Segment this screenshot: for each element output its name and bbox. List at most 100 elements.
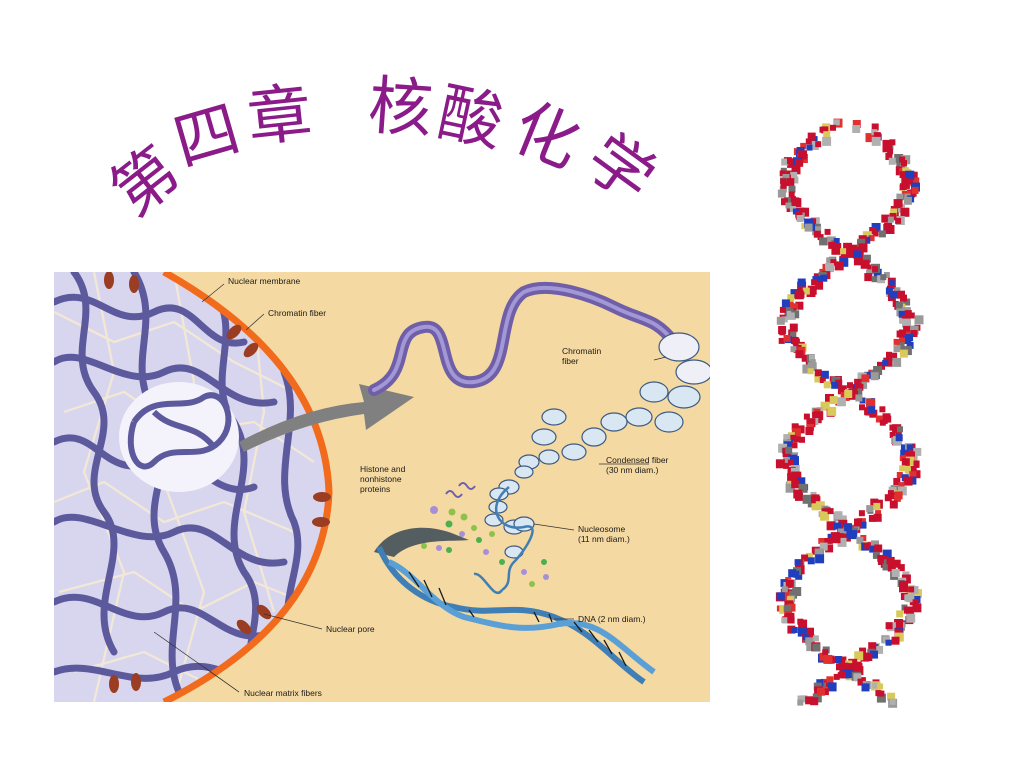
dna-atom <box>827 682 837 692</box>
dna-atom <box>795 301 804 310</box>
title-char-2: 四 <box>166 92 248 181</box>
dna-atom <box>838 656 847 665</box>
dna-atom <box>857 238 866 247</box>
dna-atom <box>854 666 864 676</box>
dna-atom <box>789 590 798 599</box>
dna-atom <box>875 645 884 654</box>
dna-atoms <box>775 118 924 708</box>
dna-atom <box>809 141 819 150</box>
dna-atom <box>882 359 889 366</box>
dna-atom <box>812 635 819 642</box>
dna-atom <box>791 471 801 481</box>
dna-atom <box>888 280 895 287</box>
dna-atom <box>897 486 907 496</box>
dna-atom <box>869 409 878 418</box>
dna-atom <box>820 511 830 521</box>
dna-atom <box>854 382 862 390</box>
dna-atom <box>868 642 877 651</box>
dna-atom <box>874 544 883 553</box>
dna-atom <box>893 345 901 353</box>
dna-atom <box>872 266 879 273</box>
dna-atom <box>891 352 898 359</box>
dna-atom <box>788 191 795 198</box>
dna-atom <box>785 579 794 588</box>
dna-atom <box>783 434 791 442</box>
dna-atom <box>779 170 786 177</box>
dna-atom <box>899 156 906 163</box>
dna-atom <box>826 676 834 684</box>
nuclear-membrane <box>162 272 333 702</box>
dna-atom <box>830 259 837 266</box>
dna-atom <box>884 494 892 502</box>
dna-atom <box>793 436 800 443</box>
dna-atom <box>827 508 834 515</box>
dna-atom <box>859 521 867 529</box>
label-nucleosome-2: (11 nm diam.) <box>578 534 630 544</box>
dna-atom <box>843 669 853 679</box>
dna-atom <box>892 559 901 568</box>
dna-atom <box>833 673 840 680</box>
dna-atom <box>891 424 898 431</box>
dna-double-helix <box>374 527 656 685</box>
dna-atom <box>791 480 800 489</box>
dna-atom <box>883 272 890 278</box>
dna-atom <box>906 444 913 451</box>
dna-atom <box>805 637 814 646</box>
dna-atom <box>890 208 898 216</box>
dna-atom <box>815 554 825 564</box>
dna-atom <box>894 619 904 628</box>
dna-atom <box>797 278 806 287</box>
dna-atom <box>868 235 875 242</box>
dna-atom <box>902 315 909 322</box>
dna-atom <box>780 178 787 185</box>
dna-atom <box>802 287 810 295</box>
dna-atom <box>838 519 848 529</box>
dna-atom <box>826 521 836 531</box>
dna-atom <box>791 310 800 319</box>
dna-atom <box>886 351 892 358</box>
dna-atom <box>890 291 897 299</box>
dna-atom <box>819 126 826 133</box>
dna-atom <box>900 449 909 458</box>
dna-atom <box>822 538 829 544</box>
dna-atom <box>781 198 788 206</box>
dna-atom <box>827 533 834 540</box>
dna-atom <box>792 570 800 578</box>
dna-atom <box>873 502 881 510</box>
dna-atom <box>909 471 917 479</box>
dna-atom <box>854 518 862 527</box>
dna-atom <box>882 549 892 559</box>
dna-atom <box>807 557 815 565</box>
dna-atom <box>899 349 908 358</box>
dna-atom <box>878 690 885 697</box>
dna-atom <box>901 160 907 166</box>
dna-atom <box>875 415 883 423</box>
dna-atom <box>866 269 873 276</box>
dna-atom <box>895 429 902 436</box>
dna-atom <box>844 523 853 532</box>
label-condensed-fiber-1: Condensed fiber <box>606 455 669 465</box>
dna-atom <box>861 374 870 383</box>
dna-atom <box>797 699 804 706</box>
label-histone-1: Histone and <box>360 464 406 474</box>
dna-atom <box>779 306 786 313</box>
dna-atom <box>879 419 886 426</box>
dna-atom <box>801 354 809 362</box>
dna-atom <box>828 241 836 249</box>
dna-atom <box>888 157 896 165</box>
dna-atom <box>838 671 846 679</box>
dna-atom <box>893 478 901 485</box>
dna-atom <box>908 586 915 593</box>
dna-atom <box>787 459 794 466</box>
dna-atom <box>820 274 828 282</box>
title-char-5: 酸 <box>432 76 510 162</box>
dna-atom <box>885 622 893 630</box>
dna-atom <box>882 143 892 153</box>
dna-atom <box>885 153 893 160</box>
dna-atom <box>911 186 919 194</box>
dna-atom <box>792 338 800 346</box>
dna-atom <box>838 515 847 524</box>
label-chromatin-fiber-right-2: fiber <box>562 356 579 366</box>
dna-atom <box>899 465 906 472</box>
